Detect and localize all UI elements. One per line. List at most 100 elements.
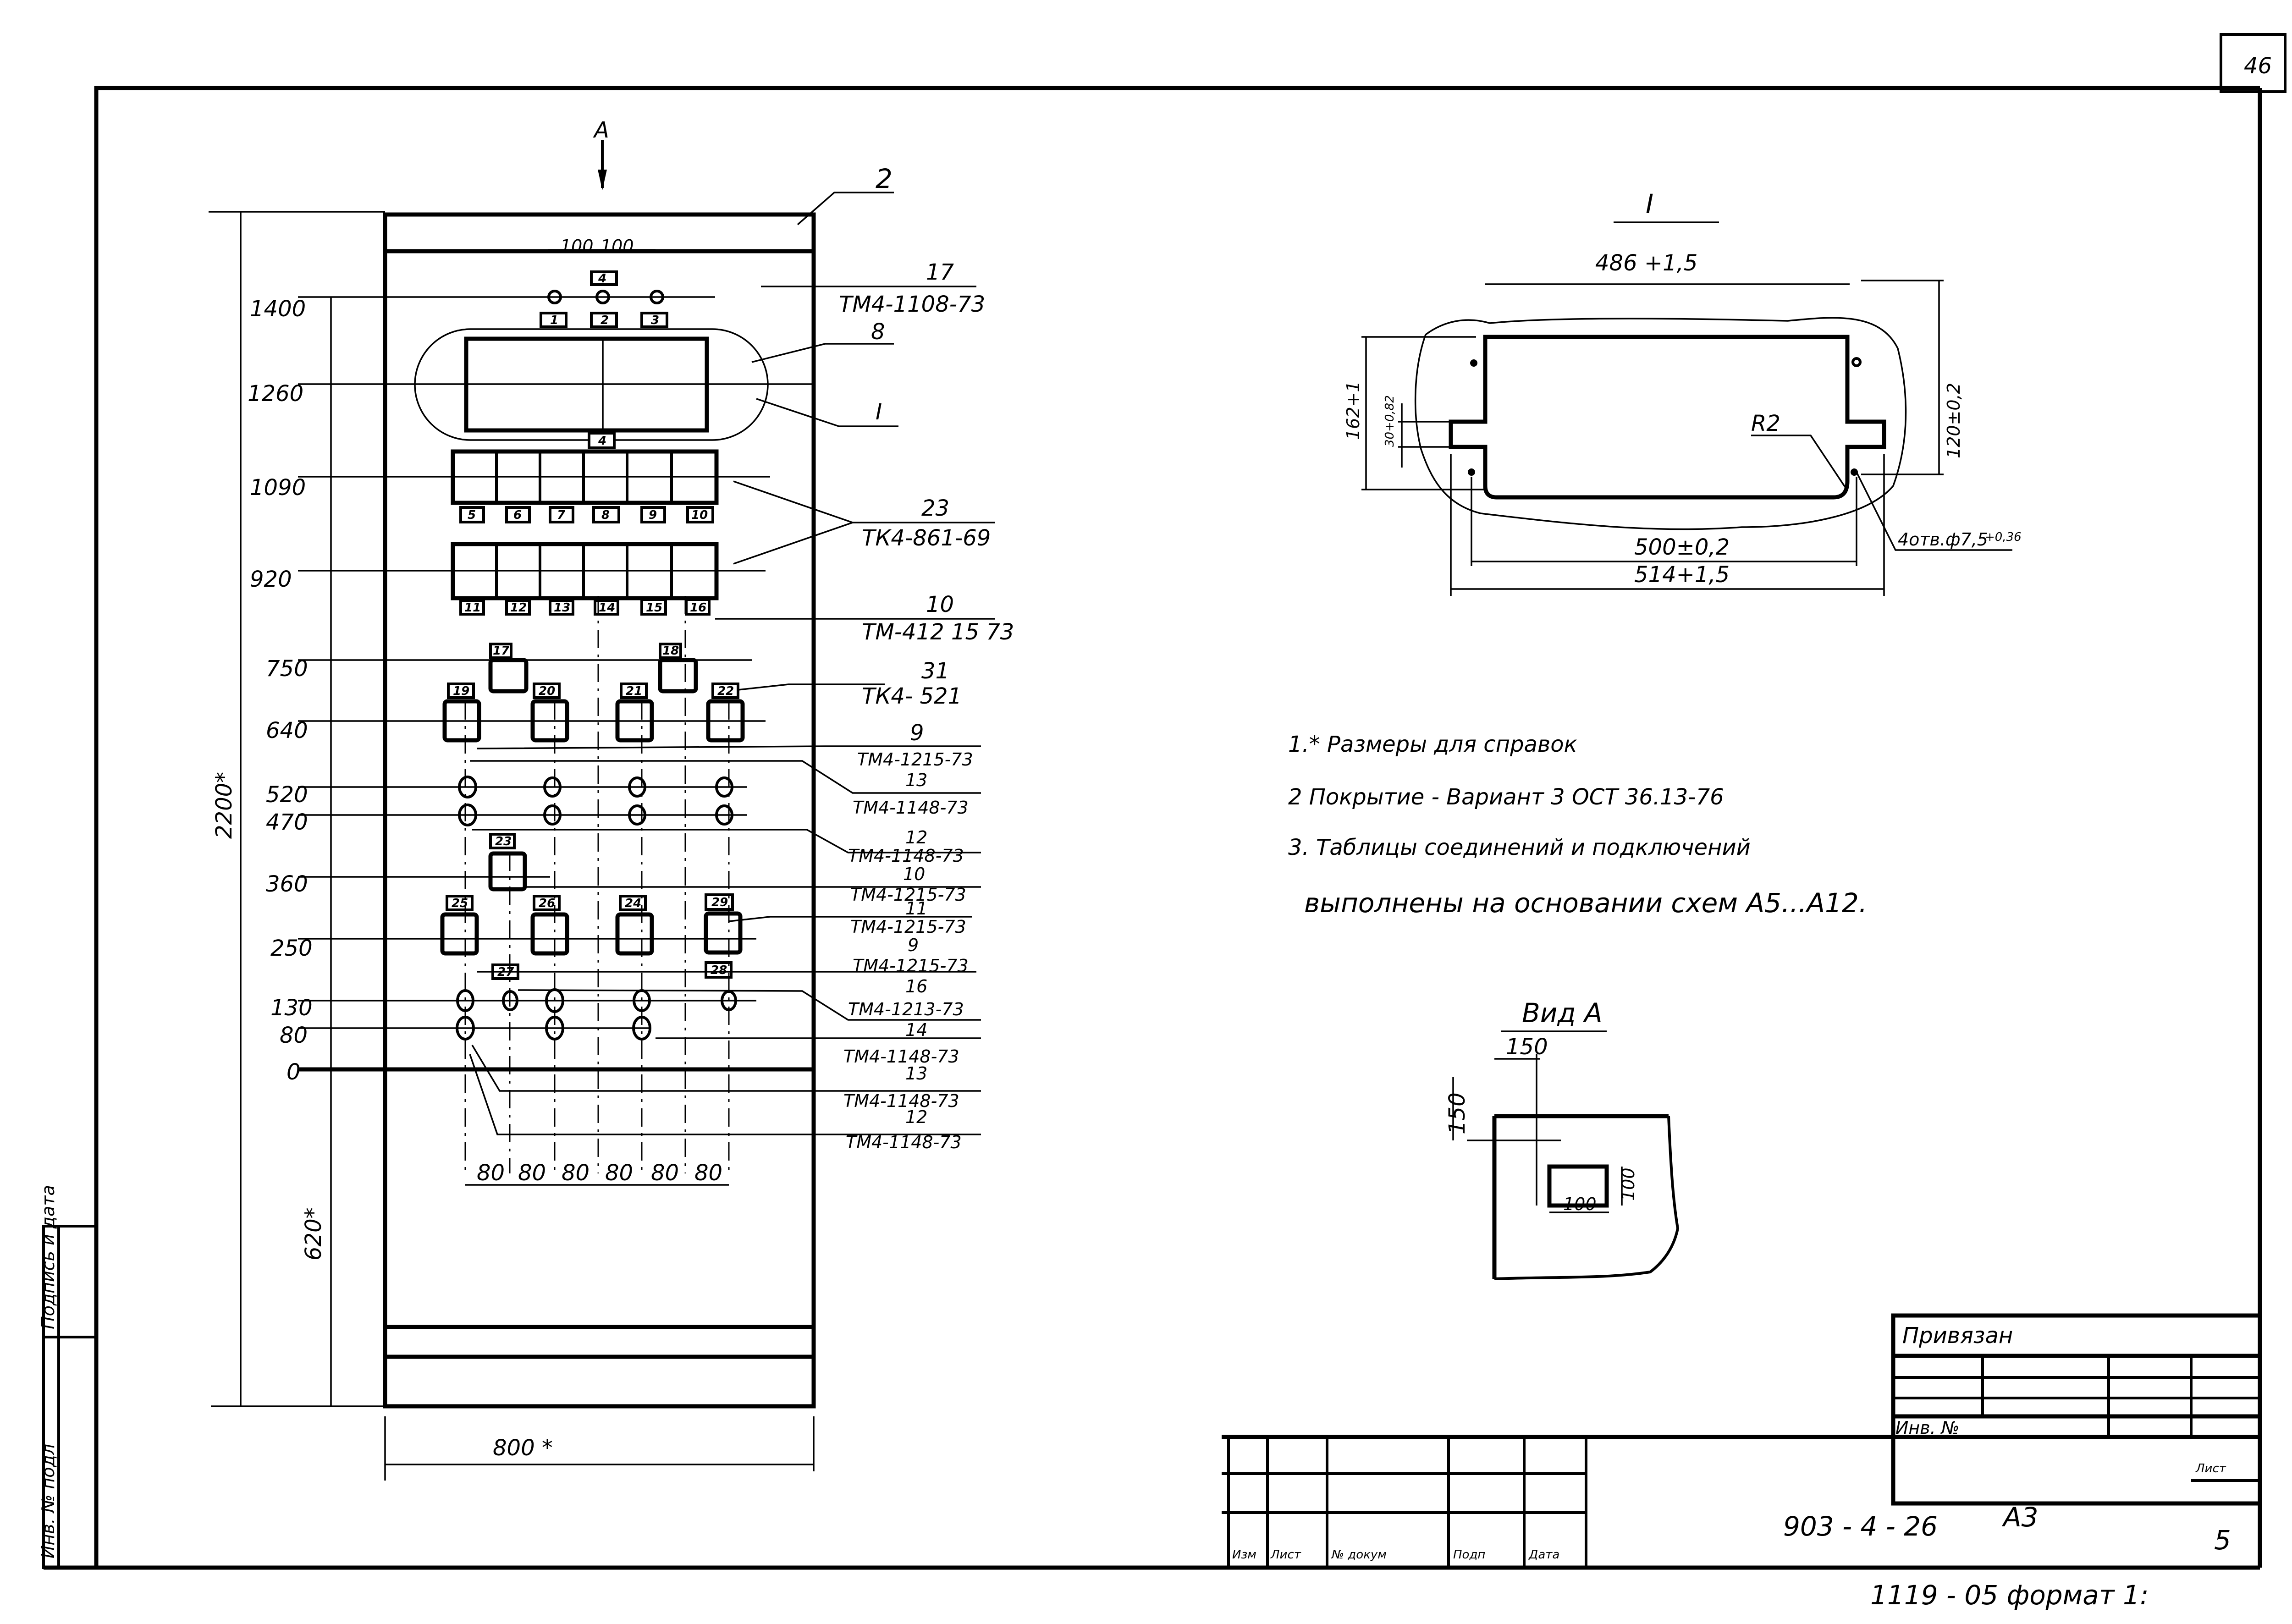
- callout-pos-16: 16: [905, 976, 927, 996]
- dim-top-spacing-2: 100: [601, 236, 634, 256]
- detail-i: I 486 +1,5 162+1 30+0,82 120±0,2 R2 4отв…: [1343, 188, 2022, 596]
- tag-29: 29: [711, 896, 728, 909]
- holes-tolerance: +0,36: [1985, 530, 2022, 544]
- sheet-format: A3: [2001, 1502, 2039, 1533]
- col-date: Дата: [1528, 1548, 1559, 1562]
- view-a: Вид А 150 150 100 100: [1444, 997, 1680, 1280]
- callout-pos-9a: 9: [910, 720, 924, 746]
- corner-page-number: 46: [2244, 53, 2272, 79]
- side-strip-sign: Подпись и дата: [38, 1185, 58, 1329]
- tag-10: 10: [691, 508, 708, 522]
- callout-ref-9a: ТМ4-1215-73: [857, 749, 973, 770]
- tag-14: 14: [599, 601, 615, 615]
- tags-row-1090: 5 6 7 8 9 10: [459, 506, 714, 523]
- level-920: 920: [250, 567, 292, 592]
- dim-bottom-2: 80: [518, 1160, 546, 1186]
- dim-lower-height: 620*: [301, 1207, 326, 1261]
- tag-19: 19: [453, 684, 469, 698]
- tag-3: 3: [651, 314, 659, 327]
- callout-pos-14: 14: [905, 1020, 927, 1040]
- callout-pos-17: 17: [926, 259, 954, 285]
- callout-ref-13b: ТМ4-1148-73: [843, 1091, 959, 1111]
- mounting-square: [1547, 1164, 1609, 1208]
- dim-30: 30+0,82: [1383, 395, 1397, 447]
- level-0: 0: [286, 1059, 301, 1085]
- technical-notes: 1.* Размеры для справок 2 Покрытие - Вар…: [1288, 732, 1867, 919]
- level-470: 470: [266, 809, 308, 835]
- instruments-row-250: 25 26 24 29: [440, 893, 743, 956]
- note-2: 2 Покрытие - Вариант 3 ОСТ 36.13-76: [1288, 784, 1724, 810]
- view-a-arrow-label: A: [593, 117, 609, 143]
- tag-16: 16: [690, 601, 706, 615]
- level-130: 130: [270, 995, 313, 1021]
- callout-ref-12a: ТМ4-1148-73: [848, 846, 964, 866]
- note-1: 1.* Размеры для справок: [1288, 732, 1577, 757]
- level-640: 640: [266, 718, 308, 743]
- instrument-rows-tk4: [451, 449, 719, 600]
- callout-ref-17: ТМ4-1108-73: [839, 292, 985, 317]
- tag-top-center: 4: [598, 272, 606, 286]
- tag-2: 2: [601, 314, 609, 327]
- holes-callout: 4отв.ф7,5: [1898, 529, 1988, 550]
- callout-pos-11: 11: [905, 898, 927, 919]
- dim-486: 486 +1,5: [1595, 250, 1697, 276]
- instrument-row-360: 23: [488, 833, 527, 892]
- view-a-title: Вид А: [1522, 997, 1603, 1029]
- callout-pos-13b: 13: [905, 1063, 927, 1084]
- callout-ref-9b: ТМ4-1215-73: [853, 956, 969, 976]
- lamps-520-470: [458, 776, 733, 826]
- callout-labels: 2 17 ТМ4-1108-73 8 I 23 ТК4-861-69 10 ТМ…: [839, 163, 1014, 1152]
- radius-r2: R2: [1751, 411, 1780, 436]
- frame-left-top: [94, 86, 2260, 1568]
- callout-ref-16: ТМ4-1213-73: [848, 999, 964, 1019]
- level-1260: 1260: [248, 381, 303, 407]
- doc-code: 903 - 4 - 26: [1783, 1511, 1938, 1542]
- dim-120: 120±0,2: [1944, 383, 1964, 458]
- tag-1: 1: [550, 314, 558, 327]
- note-3-continued: выполнены на основании схем А5...А12.: [1304, 887, 1867, 919]
- level-360: 360: [266, 871, 308, 897]
- col-list: Лист: [1270, 1548, 1301, 1562]
- tag-23: 23: [495, 835, 512, 848]
- tag-9: 9: [649, 508, 657, 522]
- top-lamps: 4 1 2 3: [540, 270, 668, 328]
- level-520: 520: [266, 782, 308, 808]
- dim-view-a-150v: 150: [1444, 1092, 1470, 1134]
- detail-i-title: I: [1646, 188, 1653, 220]
- tag-22: 22: [717, 684, 734, 698]
- note-3: 3. Таблицы соединений и подключений: [1288, 835, 1751, 860]
- level-80: 80: [280, 1023, 308, 1048]
- level-1090: 1090: [250, 475, 306, 501]
- callout-pos-2: 2: [876, 163, 893, 194]
- inv-label: Инв. №: [1895, 1418, 1959, 1438]
- callout-ref-23: ТК4-861-69: [862, 525, 991, 551]
- callout-pos-9b: 9: [908, 935, 919, 955]
- level-750: 750: [266, 656, 308, 682]
- display-window: [464, 336, 709, 433]
- instruments-row-750: 17 18: [488, 643, 698, 694]
- side-strip: Инв. № подл Подпись и дата: [38, 1185, 98, 1569]
- dim-overall-width: 800 *: [493, 1435, 553, 1461]
- dim-top-spacing-1: 100: [560, 236, 594, 256]
- callout-pos-12a: 12: [905, 827, 927, 848]
- col-izm: Изм: [1232, 1548, 1256, 1562]
- bound-block: [1891, 1313, 2262, 1506]
- callout-pos-8: 8: [871, 319, 885, 345]
- sheet-number: 5: [2214, 1525, 2231, 1556]
- dim-bottom-6: 80: [694, 1160, 722, 1186]
- dim-500: 500±0,2: [1634, 534, 1730, 560]
- callout-detail-i: I: [876, 399, 882, 425]
- tag-20: 20: [539, 684, 555, 698]
- callout-pos-12b: 12: [905, 1107, 927, 1127]
- dim-bottom-1: 80: [477, 1160, 505, 1186]
- callout-leaders: [469, 192, 995, 1135]
- tag-24: 24: [625, 897, 641, 910]
- tag-7: 7: [557, 508, 566, 522]
- callout-ref-31: ТК4- 521: [862, 683, 962, 709]
- tag-11: 11: [464, 601, 481, 615]
- title-block: Привязан Инв. № Изм Лист № докум Подп Да…: [1222, 1313, 2262, 1611]
- side-strip-inv: Инв. № подл: [38, 1444, 58, 1558]
- callout-pos-23: 23: [921, 495, 949, 521]
- col-sign: Подп: [1453, 1548, 1485, 1562]
